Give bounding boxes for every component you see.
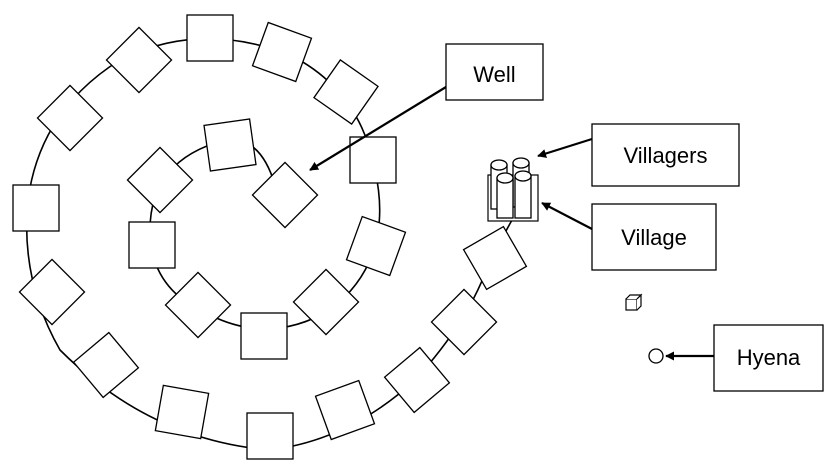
board-square [251, 161, 319, 229]
board-square [36, 84, 104, 152]
village-area [487, 157, 539, 222]
hyena-token-icon [648, 348, 664, 364]
board-squares [12, 14, 528, 460]
village-label-box: Village [591, 203, 717, 271]
board-square [430, 288, 498, 356]
well-arrow [309, 86, 447, 171]
board-square [164, 271, 232, 339]
board-square [383, 346, 451, 414]
village-arrow [541, 202, 593, 230]
board-square [240, 312, 288, 360]
board-square [18, 258, 86, 326]
village-label: Village [621, 225, 687, 250]
board-square [313, 59, 379, 125]
board-square [462, 225, 528, 291]
villagers-arrow [537, 137, 593, 158]
hyena-label-box: Hyena [713, 324, 824, 392]
villagers-label: Villagers [624, 143, 708, 168]
villagers-label-box: Villagers [591, 123, 740, 187]
board-square [128, 221, 176, 269]
board-square [203, 118, 257, 172]
board-square [12, 184, 60, 232]
villager-figures-icon [490, 157, 532, 219]
board-square [154, 384, 210, 440]
villager-token [496, 172, 514, 219]
board-square [72, 331, 140, 399]
board-square [126, 146, 194, 214]
board-square [186, 14, 234, 62]
hyena-label: Hyena [737, 345, 801, 370]
board-square [251, 21, 313, 83]
small-die-icon [625, 293, 643, 311]
board-square [292, 268, 360, 336]
well-label-box: Well [445, 43, 544, 101]
board-square [314, 379, 376, 441]
board-square [105, 26, 173, 94]
well-label: Well [473, 62, 515, 87]
villager-token [514, 170, 532, 219]
board-square [246, 412, 294, 460]
board-square [345, 215, 407, 277]
board-square [349, 136, 397, 184]
